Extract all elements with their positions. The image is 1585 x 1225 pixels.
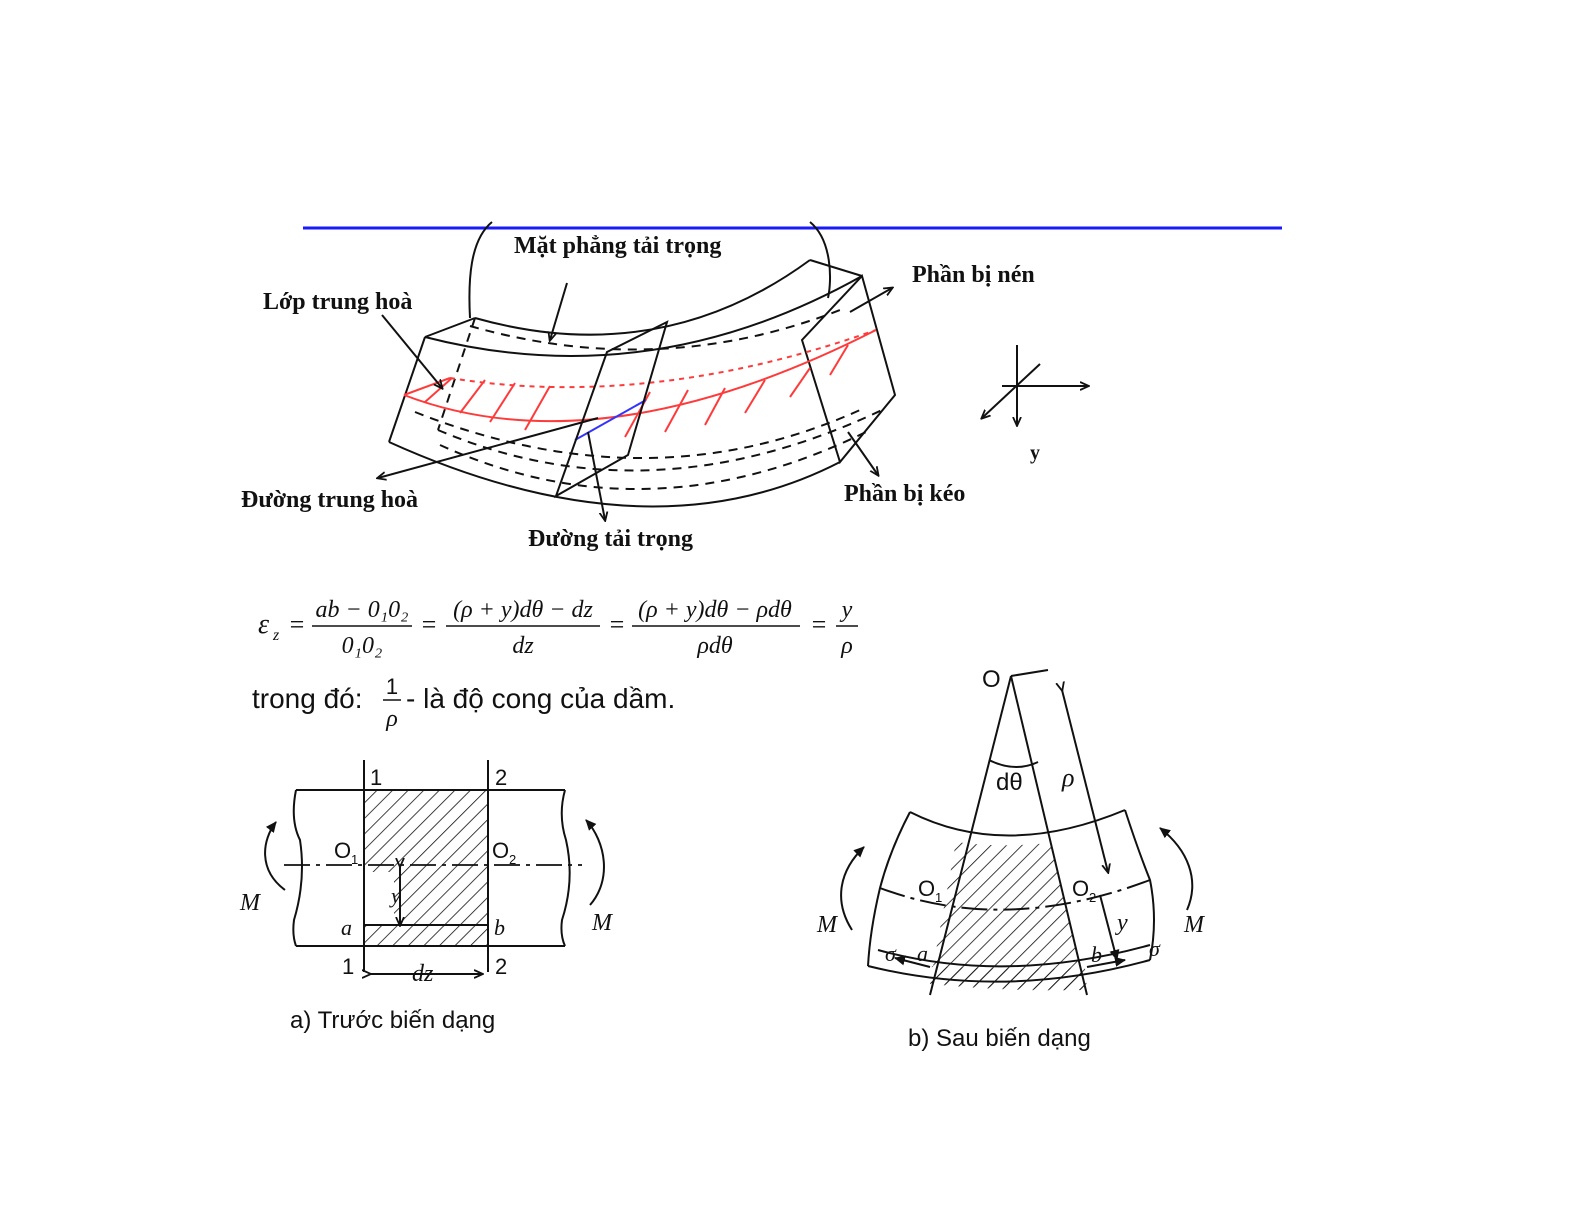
fig-a-moment-right: M [591,910,614,936]
fig-b-rho: ρ [1061,763,1074,792]
formula-f2-num: (ρ + y)dθ − dz [453,597,593,623]
label-neutral-line: Đường trung hoà [241,487,418,513]
formula-epsilon-sub: z [272,627,280,644]
fig-b-o1-sub: 1 [935,890,942,905]
fig-a-point-a: a [341,915,352,940]
formula-f2-den: dz [512,633,534,659]
formula-f4-den: ρ [840,633,853,659]
fig-b-o2: O [1072,876,1089,901]
label-compressed: Phần bị nén [912,262,1035,288]
fig-b-o2-sub: 2 [1089,890,1096,905]
svg-text:=: = [608,610,626,639]
fig-a-o2-sub: 2 [509,852,516,867]
formula-f1-num: ab − 0₁0₂ [316,597,409,623]
fig-a-caption: a) Trước biến dạng [290,1007,495,1034]
svg-text:=: = [420,610,438,639]
fig-b-moment-left: M [816,912,839,938]
fig-b-y: y [1115,910,1128,936]
formula-epsilon: ε [258,609,269,640]
note-prefix: trong đó: [252,683,363,714]
fig-b-origin-o: O [982,666,1001,693]
fig-a-point-b: b [494,915,505,940]
beam-3d-diagram: Mặt phẳng tải trọng Phần bị nén Lớp trun… [241,222,1088,552]
axis-triad: y [982,345,1088,464]
fig-a-section-1-bottom: 1 [342,954,354,979]
fig-a-section-2-top: 2 [495,765,507,790]
figure-a-before-deformation: 1 2 1 2 O 1 O 2 a b y dz M M a) Trước bi… [239,760,614,1034]
svg-text:=: = [288,610,306,639]
label-load-line: Đường tải trọng [528,526,693,552]
fig-b-point-b: b [1091,942,1102,967]
fig-b-sigma-right: σ [1149,936,1161,961]
fig-b-dtheta: dθ [996,769,1023,796]
formula-f3-num: (ρ + y)dθ − ρdθ [638,597,792,623]
note-suffix: - là độ cong của dầm. [406,683,675,714]
curvature-note: trong đó: 1 ρ - là độ cong của dầm. [252,674,675,732]
fig-b-o1: O [918,876,935,901]
label-neutral-layer: Lớp trung hoà [263,289,412,315]
fig-b-moment-right: M [1183,912,1206,938]
formula-f4-num: y [840,597,853,623]
svg-text:=: = [810,610,828,639]
fig-a-dz: dz [412,961,434,987]
figure-b-after-deformation: O dθ ρ O 1 O 2 a b y σ σ M M b) Sau biến… [816,666,1206,1052]
fig-a-o1-sub: 1 [351,852,358,867]
note-frac-den: ρ [385,706,398,732]
label-load-plane: Mặt phẳng tải trọng [514,233,721,259]
formula-f1-den: 0₁0₂ [342,633,383,659]
strain-formula: ε z = ab − 0₁0₂ 0₁0₂ = (ρ + y)dθ − dz dz… [258,597,858,659]
fig-a-section-1-top: 1 [370,765,382,790]
fig-b-sigma-left: σ [885,941,897,966]
fig-a-o1: O [334,838,351,863]
fig-a-y: y [389,883,401,908]
note-frac-num: 1 [386,674,398,699]
fig-b-caption: b) Sau biến dạng [908,1025,1091,1052]
fig-a-section-2-bottom: 2 [495,954,507,979]
fig-b-point-a: a [917,941,928,966]
label-tensioned: Phần bị kéo [844,481,965,507]
axis-y-label: y [1030,442,1040,464]
fig-a-o2: O [492,838,509,863]
formula-f3-den: ρdθ [696,633,733,659]
fig-a-moment-left: M [239,890,262,916]
